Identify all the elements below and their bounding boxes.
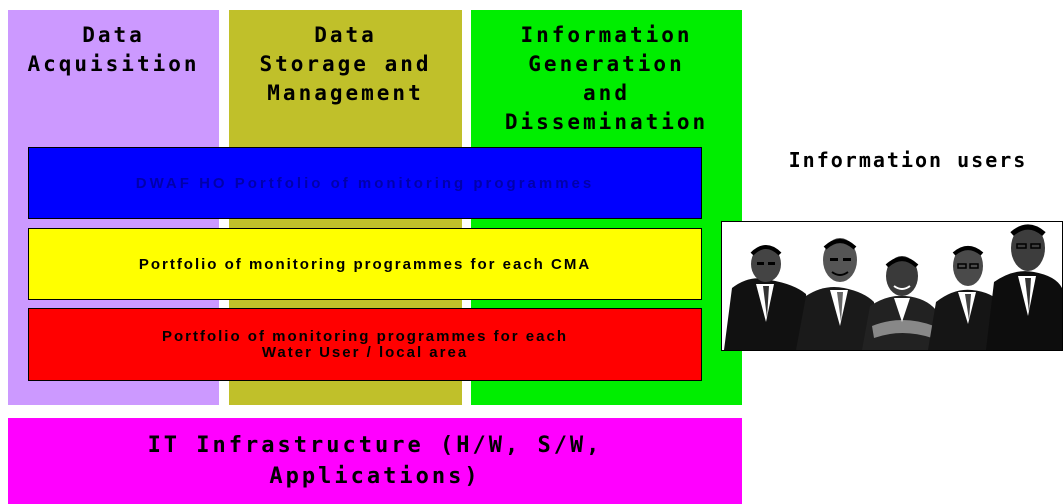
column-title-line: Information xyxy=(520,23,693,47)
person-figure xyxy=(986,224,1062,350)
band-label: DWAF HO Portfolio of monitoring programm… xyxy=(135,174,595,192)
it-label-line2: Applications) xyxy=(269,464,481,489)
it-label-line1: IT Infrastructure (H/W, S/W, xyxy=(147,433,603,458)
band-cma-portfolio: Portfolio of monitoring programmes for e… xyxy=(28,228,702,300)
band-label-line1: Portfolio of monitoring programmes for e… xyxy=(161,327,569,345)
column-title-line: and xyxy=(583,81,630,105)
column-title-line: Management xyxy=(267,81,424,105)
person-figure xyxy=(796,238,876,350)
it-infrastructure-box: IT Infrastructure (H/W, S/W, Application… xyxy=(8,418,742,504)
information-users-label: Information users xyxy=(788,148,1028,172)
band-dwaf-portfolio: DWAF HO Portfolio of monitoring programm… xyxy=(28,147,702,219)
band-label: Portfolio of monitoring programmes for e… xyxy=(138,255,592,273)
people-group-icon xyxy=(721,221,1063,351)
column-title-line: Storage and xyxy=(259,52,432,76)
column-title-line: Acquisition xyxy=(27,52,200,76)
column-title-line: Data xyxy=(82,23,145,47)
column-title-line: Generation xyxy=(528,52,685,76)
person-figure xyxy=(862,256,940,350)
person-figure xyxy=(724,245,810,350)
band-water-user-portfolio: Portfolio of monitoring programmes for e… xyxy=(28,308,702,381)
column-title-line: Data xyxy=(314,23,377,47)
person-figure xyxy=(928,246,1004,350)
band-label-line2: Water User / local area xyxy=(261,343,469,361)
column-title-line: Dissemination xyxy=(504,110,709,134)
